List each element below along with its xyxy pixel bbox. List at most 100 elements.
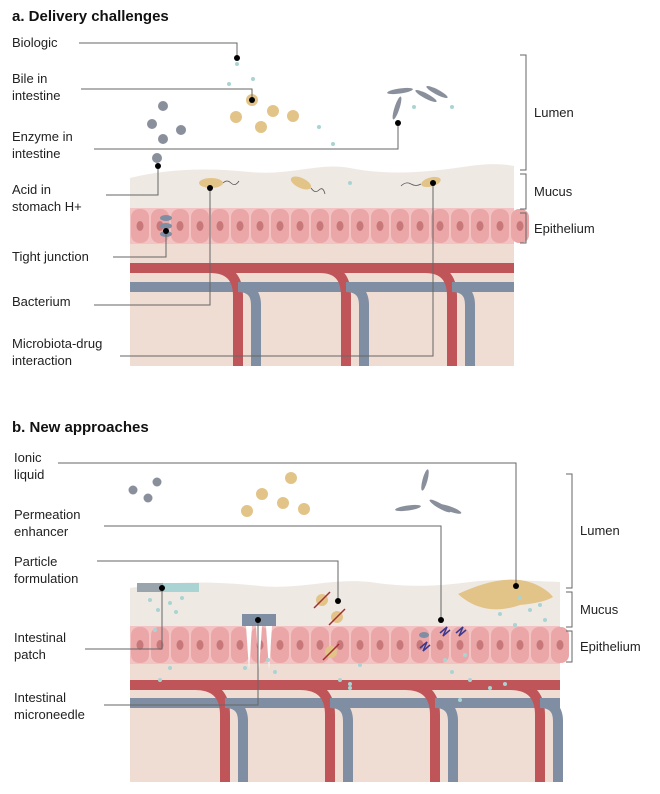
cell-nucleus: [476, 221, 484, 231]
ionic-liquid-blob: [458, 579, 553, 610]
cell-nucleus: [516, 221, 524, 231]
drug-dot: [358, 663, 362, 667]
label-bile-line2: intestine: [12, 88, 60, 103]
cell-nucleus: [336, 640, 344, 650]
cell-nucleus: [496, 221, 504, 231]
artery-branch: [509, 680, 545, 782]
label-tight-junction: Tight junction: [12, 249, 89, 264]
drug-dot: [168, 666, 172, 670]
bile-dot: [230, 111, 242, 123]
drug-dot: [348, 686, 352, 690]
artery-branch: [404, 680, 440, 782]
drug-dot: [148, 598, 152, 602]
vein-branch: [224, 698, 248, 782]
region-lumen: Lumen: [580, 523, 620, 538]
cell-nucleus: [276, 221, 284, 231]
cell-nucleus: [376, 640, 384, 650]
cell-nucleus: [316, 640, 324, 650]
vein-branch: [237, 282, 261, 366]
cell-nucleus: [216, 221, 224, 231]
artery-branch: [194, 680, 230, 782]
label-needle-line1: Intestinal: [14, 690, 66, 705]
label-microbiota-line1: Microbiota-drug: [12, 336, 102, 351]
region-lumen: Lumen: [534, 105, 574, 120]
cell-nucleus: [436, 640, 444, 650]
drug-dot: [168, 601, 172, 605]
label-ionic-line2: liquid: [14, 467, 44, 482]
label-enzyme-line2: intestine: [12, 146, 60, 161]
drug-dot: [450, 670, 454, 674]
label-perm-line1: Permeation: [14, 507, 80, 522]
drug-dot: [180, 596, 184, 600]
panel-a-title: a. Delivery challenges: [12, 8, 169, 25]
cell-nucleus: [196, 640, 204, 650]
artery-branch: [319, 263, 351, 366]
vein-branch: [539, 698, 563, 782]
enzyme-dot: [158, 101, 168, 111]
enzyme-dot: [158, 134, 168, 144]
cell-nucleus: [276, 640, 284, 650]
cell-nucleus: [296, 640, 304, 650]
particle-formulation-icons: [313, 591, 346, 661]
artery-branch: [209, 263, 243, 366]
drug-dot: [348, 682, 352, 686]
panel-b: b. New approaches: [12, 419, 641, 782]
drug-dot: [243, 666, 247, 670]
drug-dot: [266, 658, 270, 662]
cell-nucleus: [236, 221, 244, 231]
epithelial-cells: [131, 209, 529, 243]
label-ionic-line1: Ionic: [14, 450, 42, 465]
biologic-particles: [227, 62, 454, 185]
drug-dot: [458, 698, 462, 702]
panel-a-leaders: [79, 42, 436, 357]
epithelial-cells: [131, 627, 569, 663]
vein-horizontal: [130, 282, 514, 292]
cell-nucleus: [296, 221, 304, 231]
label-particle-line1: Particle: [14, 554, 57, 569]
cell-nucleus: [496, 640, 504, 650]
cell-nucleus: [136, 221, 144, 231]
drug-dot: [538, 603, 542, 607]
cell-nucleus: [436, 221, 444, 231]
enzyme-dot: [176, 125, 186, 135]
intestinal-patch-icon: [137, 583, 199, 592]
cell-nucleus: [216, 640, 224, 650]
drug-dot: [443, 658, 447, 662]
drug-dot: [488, 686, 492, 690]
label-acid-line2: stomach H+: [12, 199, 82, 214]
permeation-enhancer-icons: [419, 626, 467, 652]
label-perm-line2: enhancer: [14, 524, 69, 539]
cell-nucleus: [356, 221, 364, 231]
acid-dot: [152, 153, 162, 163]
bile-dot: [287, 110, 299, 122]
panel-b-title: b. New approaches: [12, 419, 149, 436]
drug-dot: [468, 678, 472, 682]
artery-horizontal: [130, 680, 560, 690]
drug-dot: [513, 623, 517, 627]
drug-dot: [153, 628, 157, 632]
tight-junction-icon: [160, 215, 172, 237]
drug-dot: [174, 610, 178, 614]
enzyme-rods: [387, 85, 448, 120]
cell-nucleus: [136, 640, 144, 650]
drug-dot: [518, 596, 522, 600]
drug-dot: [463, 653, 467, 657]
artery-branch: [424, 263, 457, 366]
cell-nucleus: [416, 640, 424, 650]
drug-dot: [273, 670, 277, 674]
label-patch-line2: patch: [14, 647, 46, 662]
region-epithelium: Epithelium: [534, 221, 595, 236]
drug-dot: [338, 678, 342, 682]
drug-dot: [156, 608, 160, 612]
panel-b-leaders: [58, 462, 519, 706]
region-mucus: Mucus: [534, 184, 573, 199]
vein-branch: [329, 698, 353, 782]
panel-b-brackets: [566, 473, 573, 663]
cell-nucleus: [396, 640, 404, 650]
artery-branch: [299, 680, 335, 782]
region-mucus: Mucus: [580, 602, 619, 617]
label-bacterium: Bacterium: [12, 294, 71, 309]
cell-nucleus: [196, 221, 204, 231]
label-biologic: Biologic: [12, 35, 58, 50]
